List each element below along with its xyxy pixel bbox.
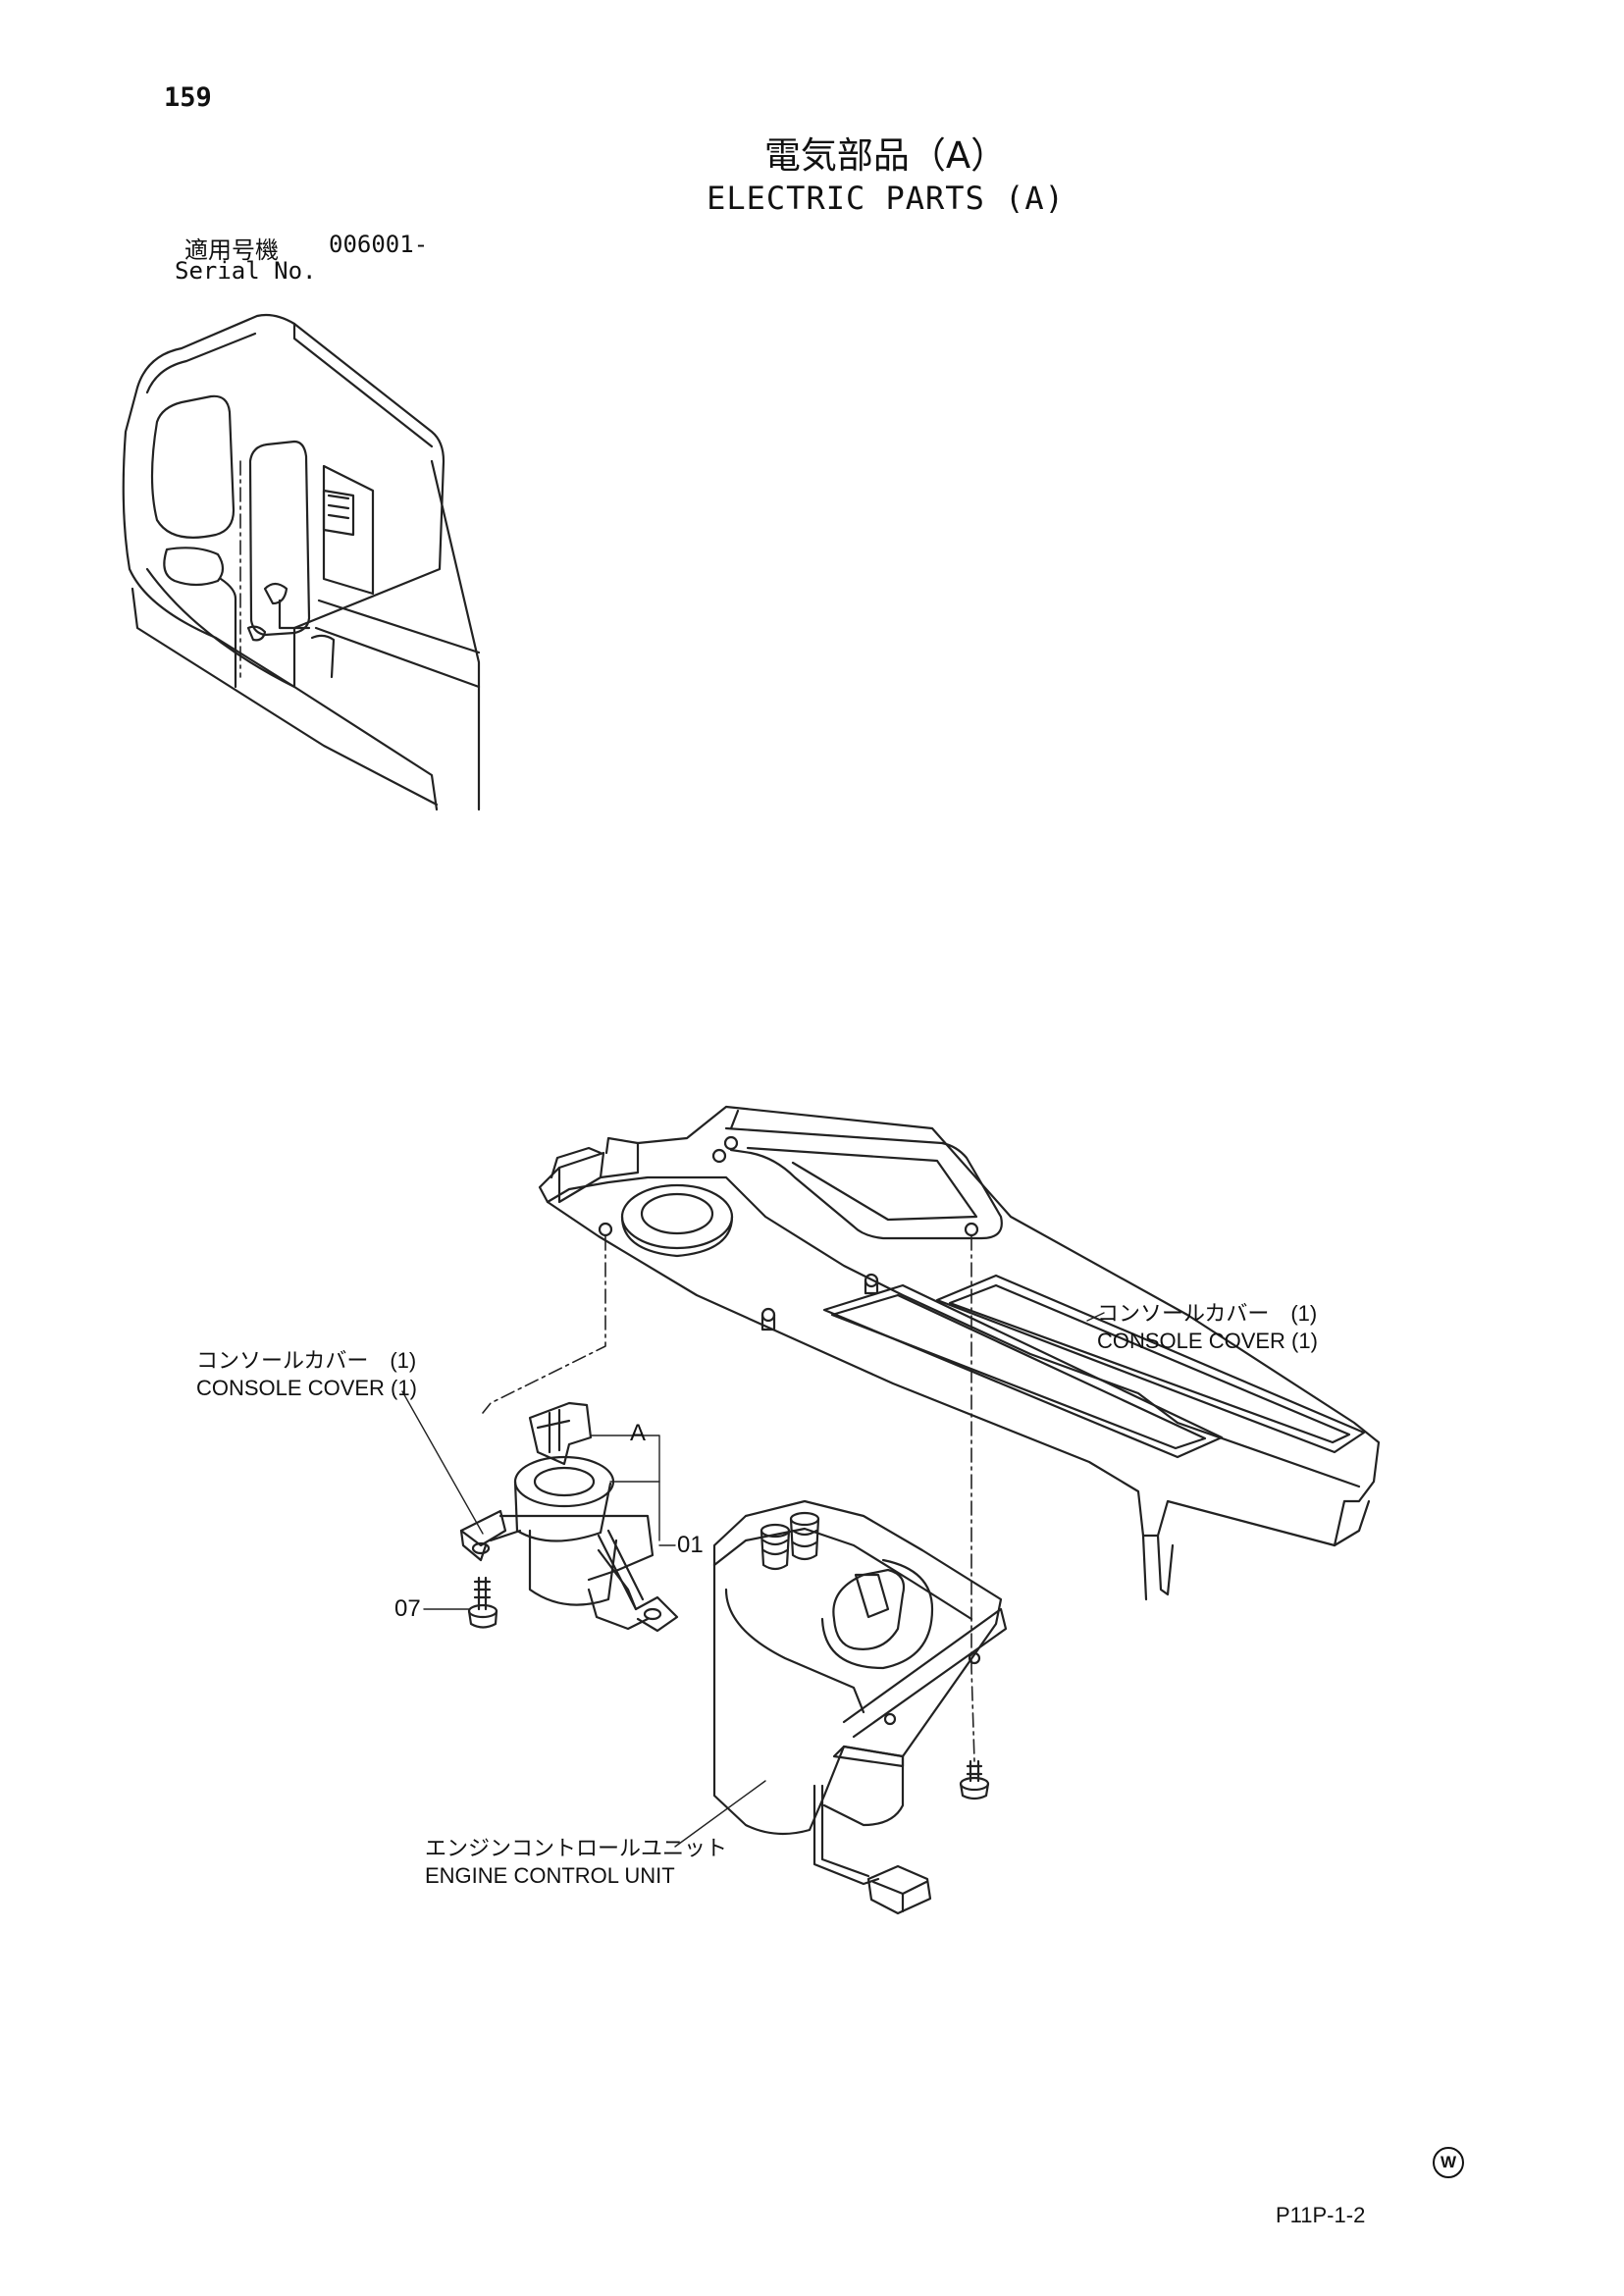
w-mark-icon: W: [1433, 2147, 1464, 2178]
cab-overview-sketch: [122, 313, 481, 811]
serial-value: 006001-: [329, 231, 429, 258]
page-title-en: ELECTRIC PARTS (A): [707, 180, 1065, 217]
leader-lines: [401, 1312, 1105, 1848]
ref-a-label: A: [630, 1420, 647, 1446]
screw-07-drawing: [467, 1576, 498, 1629]
engine-control-unit-label-jp: エンジンコントロールユニット: [425, 1836, 728, 1860]
page-number: 159: [164, 82, 212, 113]
engine-control-unit-drawing: [712, 1499, 1008, 1915]
screw-right-drawing: [959, 1759, 990, 1800]
console-cover-left-label-jp: コンソールカバー (1): [196, 1348, 417, 1373]
part-07-label: 07: [394, 1595, 421, 1622]
console-cover-right-label-en: CONSOLE COVER (1): [1097, 1329, 1318, 1353]
console-cover-right-label-jp: コンソールカバー (1): [1097, 1301, 1318, 1326]
part-01-label: 01: [677, 1532, 704, 1558]
serial-label-jp: 適用号機: [184, 236, 279, 264]
serial-label-en: Serial No.: [175, 257, 317, 285]
console-cover-left-label-en: CONSOLE COVER (1): [196, 1376, 417, 1400]
assembly-guide-lines: [482, 1235, 975, 1762]
page-code: P11P-1-2: [1276, 2203, 1366, 2227]
engine-control-unit-label-en: ENGINE CONTROL UNIT: [425, 1863, 675, 1888]
page-title-jp: 電気部品（A）: [763, 134, 1008, 177]
key-switch-drawing: [459, 1401, 679, 1633]
console-cover-drawing: [538, 1105, 1381, 1601]
